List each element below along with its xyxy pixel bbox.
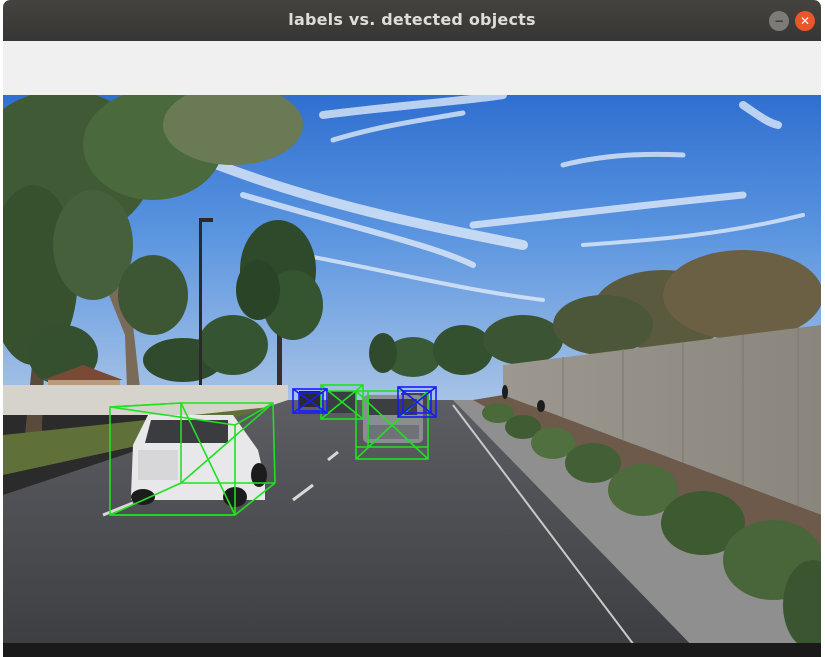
center-tree — [236, 220, 323, 390]
close-icon: ✕ — [799, 14, 811, 28]
wall-panel-lines — [562, 328, 799, 507]
curb-line — [452, 404, 644, 657]
white-car — [131, 415, 267, 507]
detection-box-right — [397, 386, 437, 418]
app-window: labels vs. detected objects − ✕ — [3, 0, 821, 657]
close-button[interactable]: ✕ — [795, 11, 815, 31]
sidewalk — [453, 400, 821, 657]
title-bar[interactable]: labels vs. detected objects − ✕ — [3, 0, 821, 41]
road-scene-image — [3, 95, 821, 657]
image-viewport — [3, 95, 821, 657]
right-sound-wall — [503, 325, 821, 515]
distant-trees — [143, 315, 563, 382]
minimize-icon: − — [773, 14, 785, 28]
label-bounding-boxes — [109, 384, 429, 516]
clouds — [213, 95, 805, 302]
lane-markings — [102, 450, 339, 517]
detection-box-left — [292, 388, 328, 414]
toolbar-area — [3, 41, 821, 95]
median-shrubs — [482, 403, 821, 650]
grey-car — [363, 395, 423, 443]
window-title: labels vs. detected objects — [288, 10, 536, 29]
image-bottom-edge — [3, 643, 821, 657]
label-box-grey-car — [355, 390, 429, 460]
street-lamp — [199, 218, 213, 400]
pedestrians — [502, 385, 545, 412]
right-tree-cluster — [553, 250, 821, 355]
detected-object-boxes — [292, 386, 437, 418]
minimize-button[interactable]: − — [769, 11, 789, 31]
label-box-white-car — [109, 402, 276, 516]
label-box-distant-car — [320, 384, 364, 420]
